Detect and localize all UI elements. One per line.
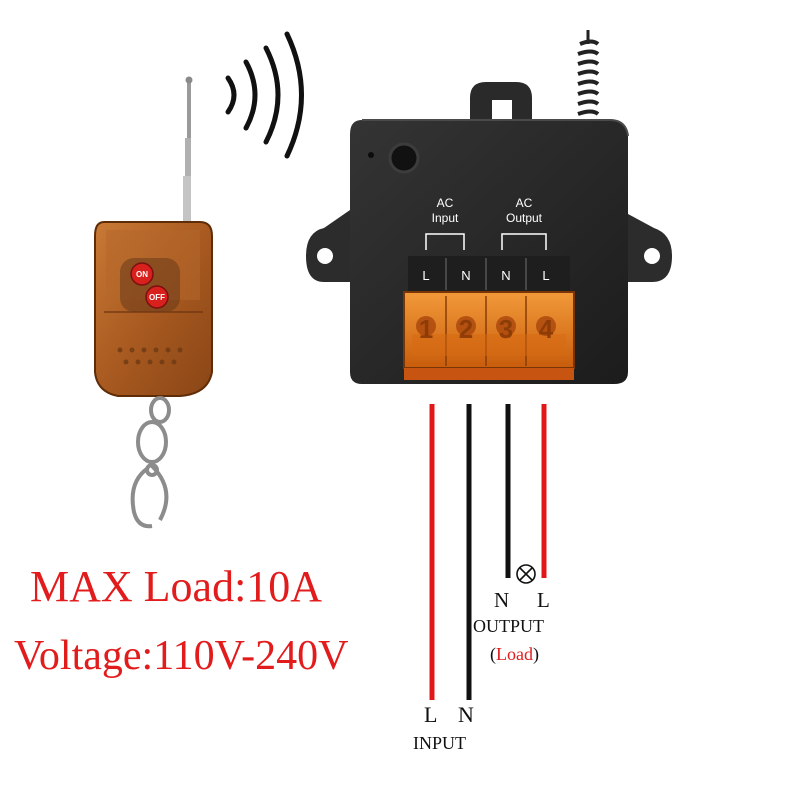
terminal-number-2: 2 — [459, 314, 473, 344]
terminal-number-4: 4 — [539, 314, 554, 344]
ac-input-line2: Input — [432, 211, 459, 225]
remote-button-off-label: OFF — [149, 293, 165, 302]
terminal-number-1: 1 — [419, 314, 433, 344]
output-l-label: L — [537, 588, 550, 612]
remote-button-off[interactable]: OFF — [145, 285, 169, 309]
load-open-paren: ( — [490, 644, 496, 664]
voltage-spec: Voltage:110V-240V — [14, 633, 349, 679]
output-caption: OUTPUT — [473, 616, 544, 636]
signal-waves-icon — [225, 31, 304, 159]
wires — [429, 404, 547, 700]
terminal-1-label: L — [422, 268, 429, 283]
output-n-label: N — [494, 588, 510, 612]
relay-antenna-coil — [577, 30, 600, 116]
input-n-label: N — [458, 702, 474, 727]
ac-output-line2: Output — [506, 211, 543, 225]
remote-button-on-label: ON — [136, 270, 148, 279]
terminal-number-3: 3 — [499, 314, 513, 344]
ac-input-group-label: AC Input — [432, 196, 459, 225]
max-load-spec: MAX Load:10A — [30, 562, 323, 611]
load-word: Load — [496, 644, 533, 664]
input-l-label: L — [424, 702, 438, 727]
ac-output-line1: AC — [516, 196, 533, 210]
keychain-icon — [130, 396, 171, 529]
terminal-block — [403, 256, 575, 380]
lamp-load-icon — [516, 564, 536, 584]
terminal-3-label: N — [501, 268, 510, 283]
terminal-screws — [416, 316, 556, 336]
remote-button-on[interactable]: ON — [130, 262, 154, 286]
ac-output-group-label: AC Output — [506, 196, 543, 225]
load-caption: (Load) — [490, 644, 539, 665]
input-caption: INPUT — [413, 733, 466, 753]
terminal-4-label: L — [542, 268, 549, 283]
remote-dots — [117, 347, 183, 365]
remote-antenna — [183, 76, 193, 222]
load-close-paren: ) — [532, 644, 539, 664]
terminal-number-labels: 1 2 3 4 — [419, 314, 554, 344]
terminal-letter-labels: L N N L — [422, 268, 549, 283]
terminal-2-label: N — [461, 268, 470, 283]
ac-input-line1: AC — [437, 196, 454, 210]
remote-control — [94, 221, 213, 397]
